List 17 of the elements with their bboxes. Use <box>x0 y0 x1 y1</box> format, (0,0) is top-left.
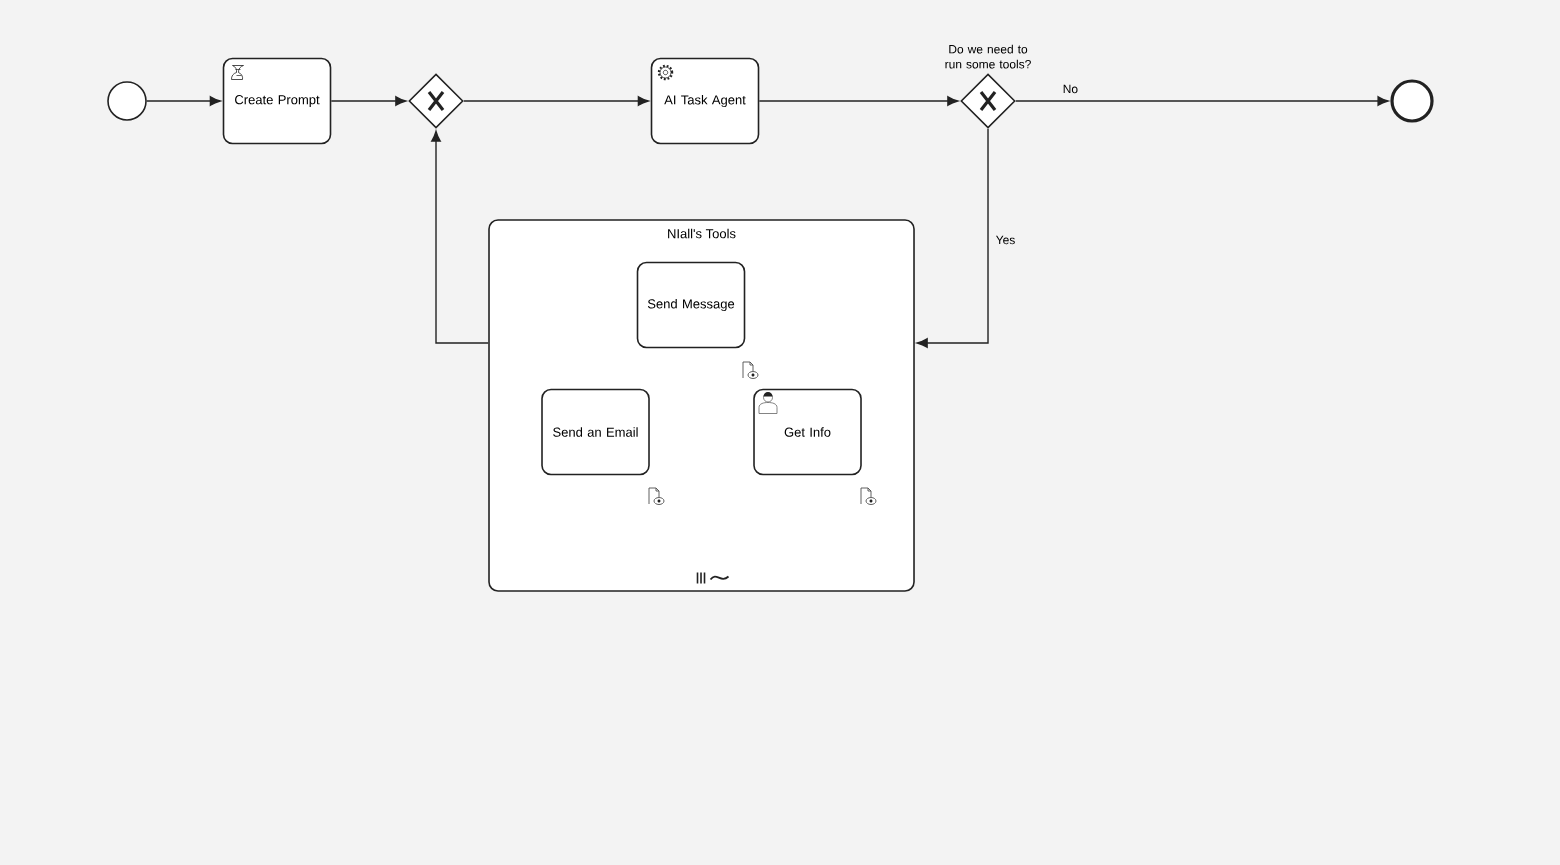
sequence-arrow <box>1015 96 1389 106</box>
sequence-arrow <box>431 130 489 344</box>
start-event-circle <box>107 81 147 121</box>
task-box: Send an Email <box>541 388 650 476</box>
task-box: Send Message <box>636 261 746 349</box>
sequence-arrow <box>916 128 989 348</box>
sequence-arrow <box>463 96 649 106</box>
sequence-arrow <box>330 96 407 106</box>
edge-label: Yes <box>994 234 1017 246</box>
task-box: Create Prompt <box>222 57 332 145</box>
gateway-caption: Do we need to run some tools? <box>945 44 1031 69</box>
gateway-diamond <box>408 73 464 129</box>
sequence-arrow <box>146 96 221 106</box>
sequence-arrow <box>758 96 959 106</box>
task-box: Get Info <box>753 388 862 476</box>
edge-label: No <box>1061 83 1080 95</box>
task-box: AI Task Agent <box>650 57 760 145</box>
